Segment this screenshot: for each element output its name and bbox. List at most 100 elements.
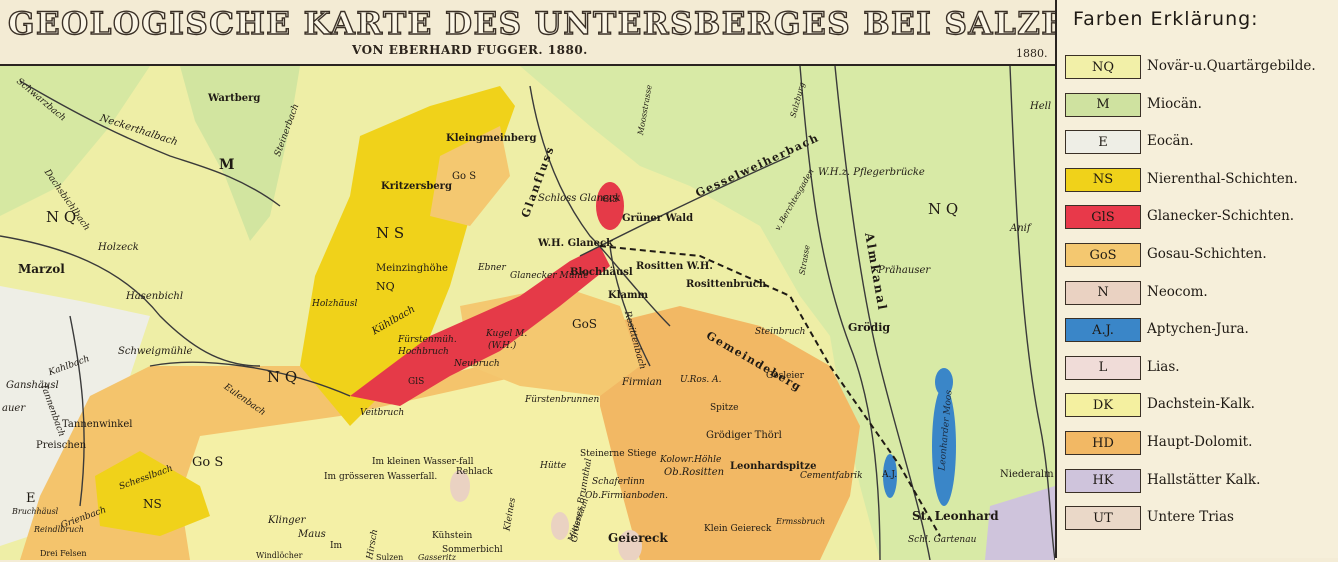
place-im-groesseren-wasserfall: Im grösseren Wasserfall. [324, 472, 438, 482]
place-rosittenbruch: Rosittenbruch [686, 279, 767, 290]
place-anif: Anif [1010, 223, 1031, 234]
place-steinerne-stiege: Steinerne Stiege [580, 449, 657, 459]
place-sommerbichl: Sommerbichl [442, 545, 503, 555]
river-almkanal [799, 66, 881, 560]
place-ermssbruch: Ermssbruch [776, 517, 826, 526]
place-ganshaeusl: Ganshäusl [6, 380, 59, 391]
place-glanecker-muehle: Glanecker Mühle [510, 271, 589, 281]
place-groediger-thoerl: Grödiger Thörl [706, 430, 782, 441]
unit-label-ns-south: NS [143, 497, 162, 511]
place-kugelm: Kugel M. [486, 329, 528, 339]
place-huette: Hütte [540, 461, 567, 471]
river-kahlbach [149, 361, 351, 397]
place-geiereck: Geiereck [608, 531, 668, 545]
legend-item: NQ Novär-u.Quartärgebilde. [1065, 55, 1338, 81]
place-schweigmuehle: Schweigmühle [118, 346, 193, 357]
place-windloecher: Windlöcher [256, 551, 303, 560]
place-bruchhaeusl: Bruchhäusl [12, 507, 59, 516]
unit-area-neocom-1 [450, 470, 470, 502]
legend-label: Dachstein-Kalk. [1147, 396, 1255, 413]
unit-label-ns-center: N S [376, 224, 405, 242]
legend-swatch: HK [1065, 468, 1141, 493]
place-meinzinghoehe: Meinzinghöhe [376, 263, 448, 274]
legend-label: Glanecker-Schichten. [1147, 208, 1295, 225]
place-fuerstenbrunnen: Fürstenbrunnen [525, 395, 600, 405]
place-rositten-wh: Rositten W.H. [636, 261, 713, 272]
legend-item: GoS Gosau-Schichten. [1065, 243, 1338, 269]
unit-label-gos-north: Go S [452, 171, 477, 182]
unit-label-gls-glaneck: GlS [602, 195, 619, 205]
unit-label-gos-west: Go S [192, 455, 224, 470]
place-sulzen: Sulzen [376, 553, 404, 562]
unit-label-e-west: E [26, 491, 36, 506]
place-klein-geiereck: Klein Geiereck [704, 524, 772, 534]
unit-area-gosau-north [430, 126, 510, 226]
unit-area-neocom-2 [551, 512, 569, 540]
place-wh-pflegerbruecke: W.H.z. Pflegerbrücke [818, 167, 925, 178]
place-drei-felsen: Drei Felsen [40, 549, 87, 558]
place-blochhaeusl: Blochhäusl [570, 267, 633, 278]
legend-label: Untere Trias [1147, 509, 1234, 526]
river-glanfluss [529, 85, 671, 327]
legend-item: NS Nierenthal-Schichten. [1065, 167, 1338, 194]
place-schloss-glaneck: Schloss Glaneck [538, 193, 621, 204]
place-steinbruch: Steinbruch [755, 327, 806, 337]
place-fuerstenmuehle: Fürstenmüh. [398, 335, 457, 345]
legend-swatch: GlS [1065, 205, 1141, 230]
road-glaneck [599, 245, 831, 367]
map-canvas [0, 66, 1055, 560]
map-title-strip: GEOLOGISCHE KARTE DES UNTERSBERGES BEI S… [0, 0, 1163, 70]
place-maus: Maus [298, 529, 326, 540]
place-klamm: Klamm [608, 290, 649, 301]
place-hasenbichl: Hasenbichl [126, 291, 184, 302]
river-rosittenbach [609, 245, 651, 367]
place-im-kleinen-wasserfall: Im kleinen Wasser-fall [372, 457, 474, 467]
legend-swatch: NS [1065, 167, 1141, 192]
legend-swatch: A.J. [1065, 318, 1141, 343]
place-kleingmeinberg: Kleingmeinberg [446, 133, 537, 144]
place-groedig: Grödig [848, 321, 891, 334]
legend-item: A.J.Aptychen-Jura. [1065, 318, 1338, 344]
unit-area-glanecker-spot [596, 182, 624, 230]
roads [599, 245, 941, 537]
place-marzol: Marzol [18, 262, 65, 276]
geological-map: N Q N Q N Q NQ M N S NS Go S GoS Go S Gl… [0, 64, 1055, 562]
road-st-leonhard [829, 365, 941, 537]
legend-label: Gosau-Schichten. [1147, 246, 1267, 262]
rivers [0, 66, 1055, 560]
legend-label: Nierenthal-Schichten. [1147, 170, 1298, 187]
unit-label-miocene: M [219, 157, 235, 173]
place-kuehstein: Kühstein [432, 531, 473, 541]
unit-label-nq-small: NQ [376, 280, 395, 293]
unit-area-aptychen-north [935, 368, 953, 396]
unit-area-aptychen-moos [932, 386, 956, 506]
legend-label: Novär-u.Quartärgebilde. [1147, 58, 1316, 74]
place-ebner: Ebner [478, 263, 506, 273]
legend-swatch: HD [1065, 431, 1141, 455]
legend-swatch: NQ [1065, 55, 1141, 79]
place-cementfabrik: Cementfabrik [800, 471, 863, 481]
river-almkanal-2 [834, 66, 931, 560]
legend-item: HD Haupt-Dolomit. [1065, 431, 1338, 457]
legend-label: Haupt-Dolomit. [1147, 434, 1253, 450]
place-holzeck: Holzeck [98, 242, 139, 253]
place-spitze: Spitze [710, 403, 739, 413]
river-gesselweiherbach [579, 155, 791, 257]
map-year: 1880. [1016, 47, 1048, 60]
place-wh-glaneck: W.H. Glaneck [538, 238, 614, 249]
river-dachsbichlbach [0, 235, 261, 367]
place-gruener-wald: Grüner Wald [622, 213, 694, 224]
legend-swatch: GoS [1065, 243, 1141, 267]
place-leonhardspitze: Leonhardspitze [730, 461, 817, 472]
unit-label-gos-center: GoS [572, 317, 598, 331]
place-holzhaeusl: Holzhäusl [312, 299, 358, 309]
place-im: Im [330, 541, 343, 551]
unit-label-nq-west: N Q [46, 208, 77, 226]
place-kritzersberg: Kritzersberg [381, 181, 452, 192]
place-schl-gartenau: Schl. Gartenau [908, 535, 977, 545]
